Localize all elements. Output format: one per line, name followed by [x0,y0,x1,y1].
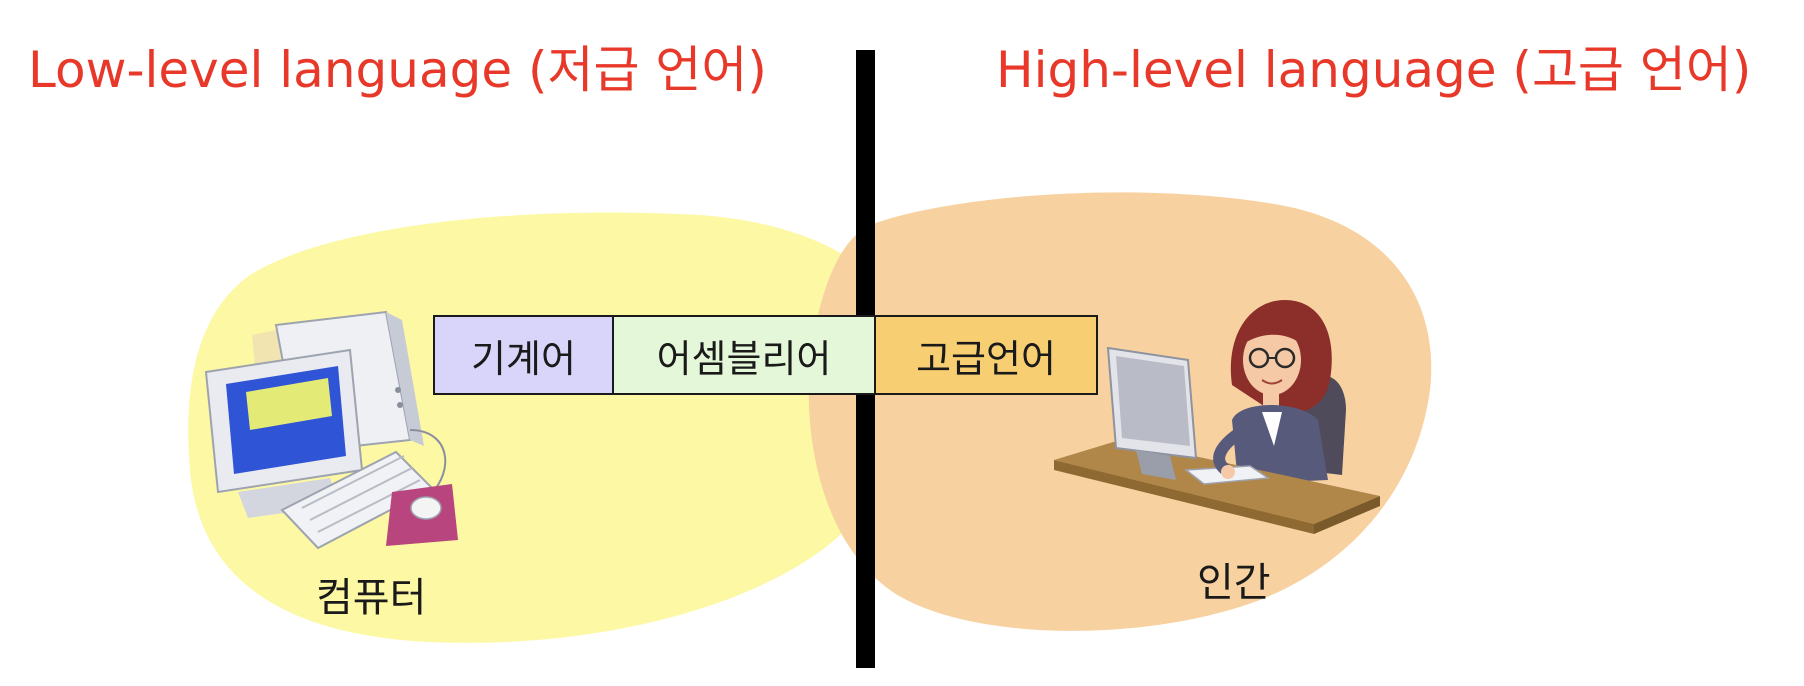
computer-caption: 컴퓨터 [316,575,427,621]
woman-at-computer-icon [1054,300,1380,534]
high-level-heading: High-level language (고급 언어) [996,41,1752,99]
low-level-heading: Low-level language (저급 언어) [28,41,767,99]
desktop-computer-icon [204,310,458,550]
language-spectrum-bar: 기계어 어셈블리어 고급언어 [433,315,1098,395]
assembly-language-cell: 어셈블리어 [612,317,874,393]
high-level-language-cell: 고급언어 [874,317,1096,393]
machine-language-cell: 기계어 [435,317,612,393]
human-caption: 인간 [1197,560,1271,606]
